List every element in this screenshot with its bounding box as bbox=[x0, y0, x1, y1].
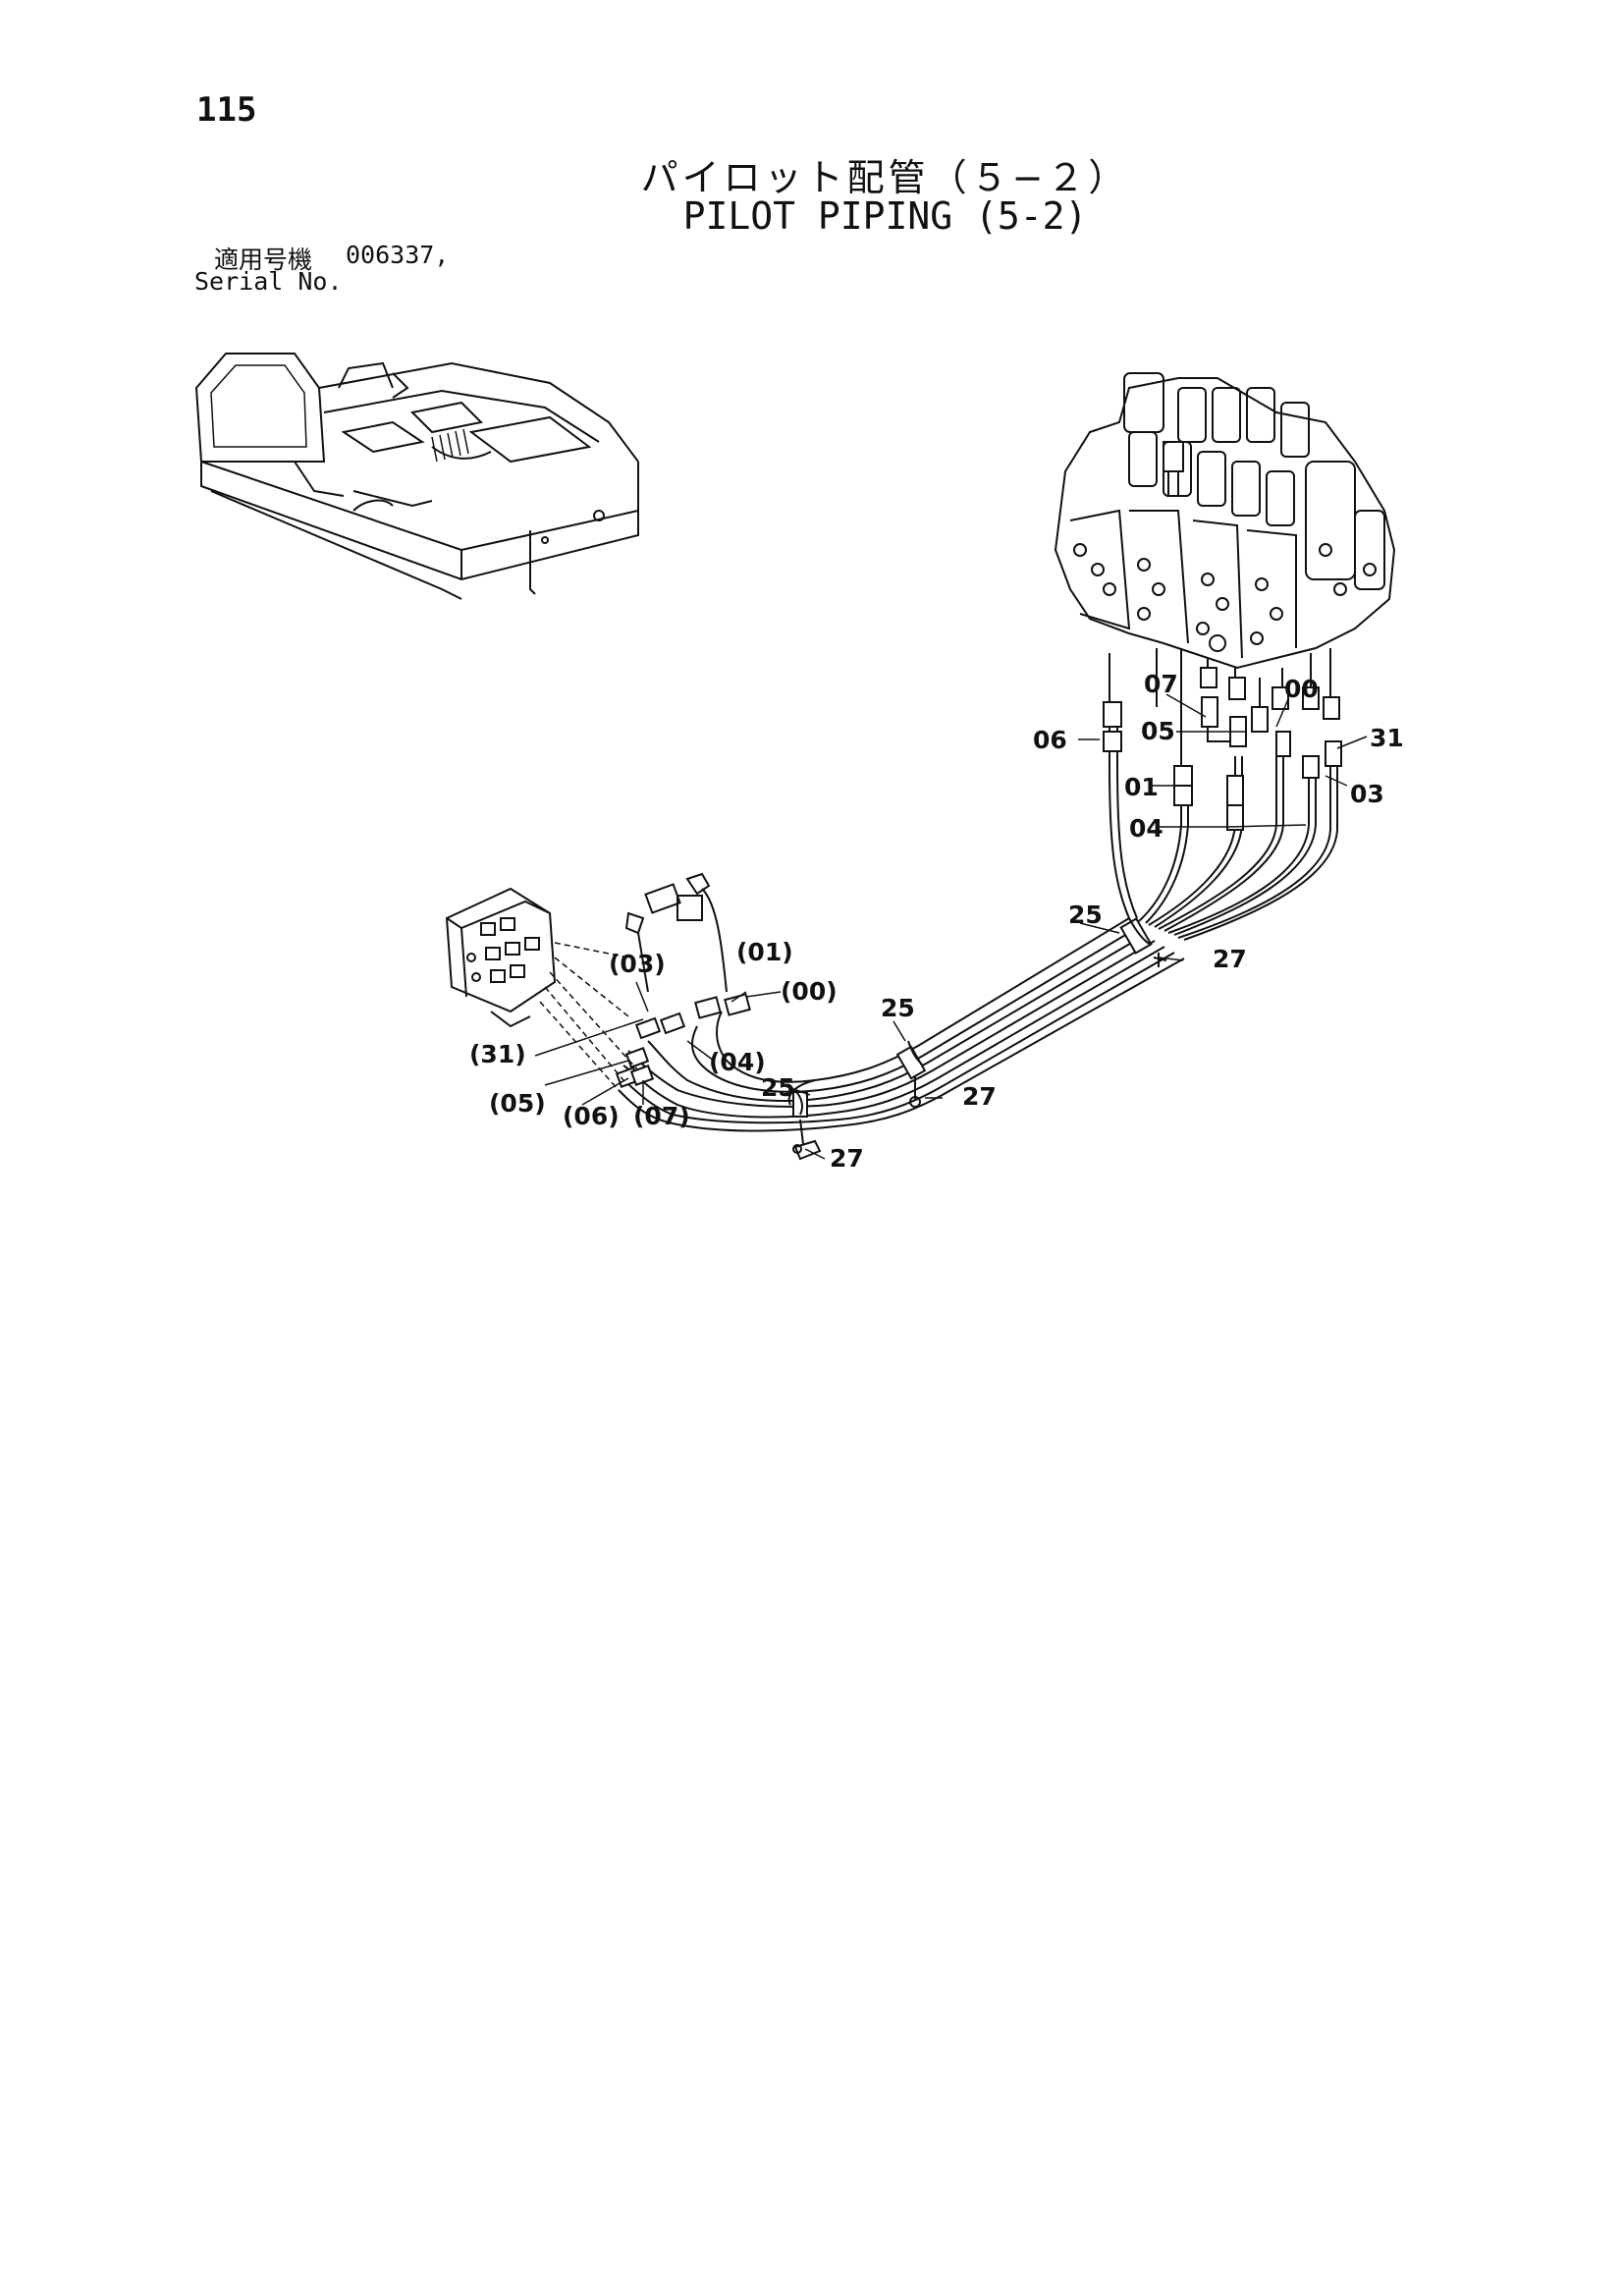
serial-label-english: Serial No. bbox=[194, 267, 343, 296]
title-japanese: パイロット配管（５−２） bbox=[640, 156, 1130, 199]
callout-31: 31 bbox=[1370, 724, 1404, 752]
control-valve-assembly bbox=[1054, 372, 1396, 670]
callout-paren-07: (07) bbox=[633, 1102, 690, 1130]
callout-01: 01 bbox=[1124, 773, 1159, 801]
serial-number-value: 006337, bbox=[346, 241, 450, 269]
upper-pilot-hoses bbox=[1109, 648, 1338, 941]
callout-25-upper: 25 bbox=[1068, 901, 1103, 929]
pilot-valve-block bbox=[445, 887, 639, 1091]
callout-00: 00 bbox=[1284, 675, 1319, 703]
callout-27-upper: 27 bbox=[1213, 945, 1247, 973]
leader-lines bbox=[534, 693, 1368, 1160]
callout-paren-06: (06) bbox=[563, 1102, 620, 1130]
main-hose-bundle bbox=[618, 917, 1185, 1132]
callout-paren-04: (04) bbox=[709, 1048, 766, 1076]
callout-03: 03 bbox=[1350, 780, 1384, 808]
callout-paren-03: (03) bbox=[609, 950, 666, 978]
lower-fittings bbox=[615, 993, 751, 1088]
excavator-illustration bbox=[194, 353, 639, 600]
callout-paren-05: (05) bbox=[489, 1089, 546, 1118]
serial-label-japanese: 適用号機 bbox=[214, 246, 313, 274]
callout-07: 07 bbox=[1144, 670, 1178, 698]
pressure-switches bbox=[624, 872, 728, 993]
callout-05: 05 bbox=[1141, 717, 1175, 745]
callout-paren-00: (00) bbox=[781, 977, 838, 1006]
callout-labels: 07 00 06 05 31 01 03 04 25 27 (01) (03) … bbox=[469, 670, 1404, 1173]
callout-27-middle: 27 bbox=[962, 1082, 997, 1111]
callout-25-middle: 25 bbox=[881, 994, 915, 1022]
page-number: 115 bbox=[196, 90, 257, 130]
callout-paren-31: (31) bbox=[469, 1040, 526, 1068]
callout-27-lower: 27 bbox=[830, 1144, 864, 1173]
title-english: PILOT PIPING (5-2) bbox=[682, 194, 1088, 238]
callout-04: 04 bbox=[1129, 814, 1163, 843]
callout-25-lower: 25 bbox=[761, 1073, 795, 1102]
callout-06: 06 bbox=[1033, 726, 1067, 754]
callout-paren-01: (01) bbox=[736, 938, 793, 966]
upper-fittings bbox=[1103, 667, 1342, 831]
